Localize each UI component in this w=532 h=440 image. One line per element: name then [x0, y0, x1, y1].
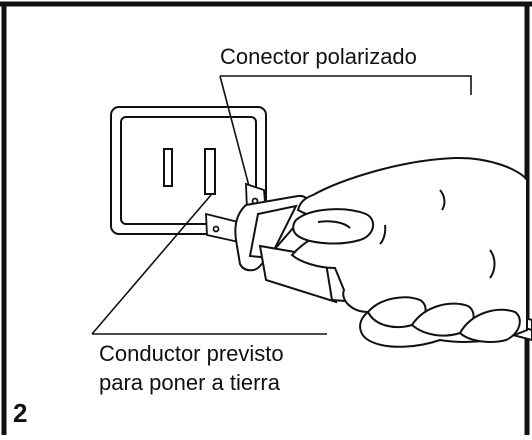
ground-conductor-callout-line2: para poner a tierra [99, 370, 280, 395]
wall-outlet-icon [110, 106, 267, 235]
hand-icon [290, 156, 528, 348]
ground-conductor-callout-line1: Conductor previsto [99, 341, 284, 366]
leader-lines [91, 75, 472, 335]
figure-number: 2 [13, 398, 28, 428]
polarized-plug-callout: Conector polarizado [220, 44, 417, 69]
